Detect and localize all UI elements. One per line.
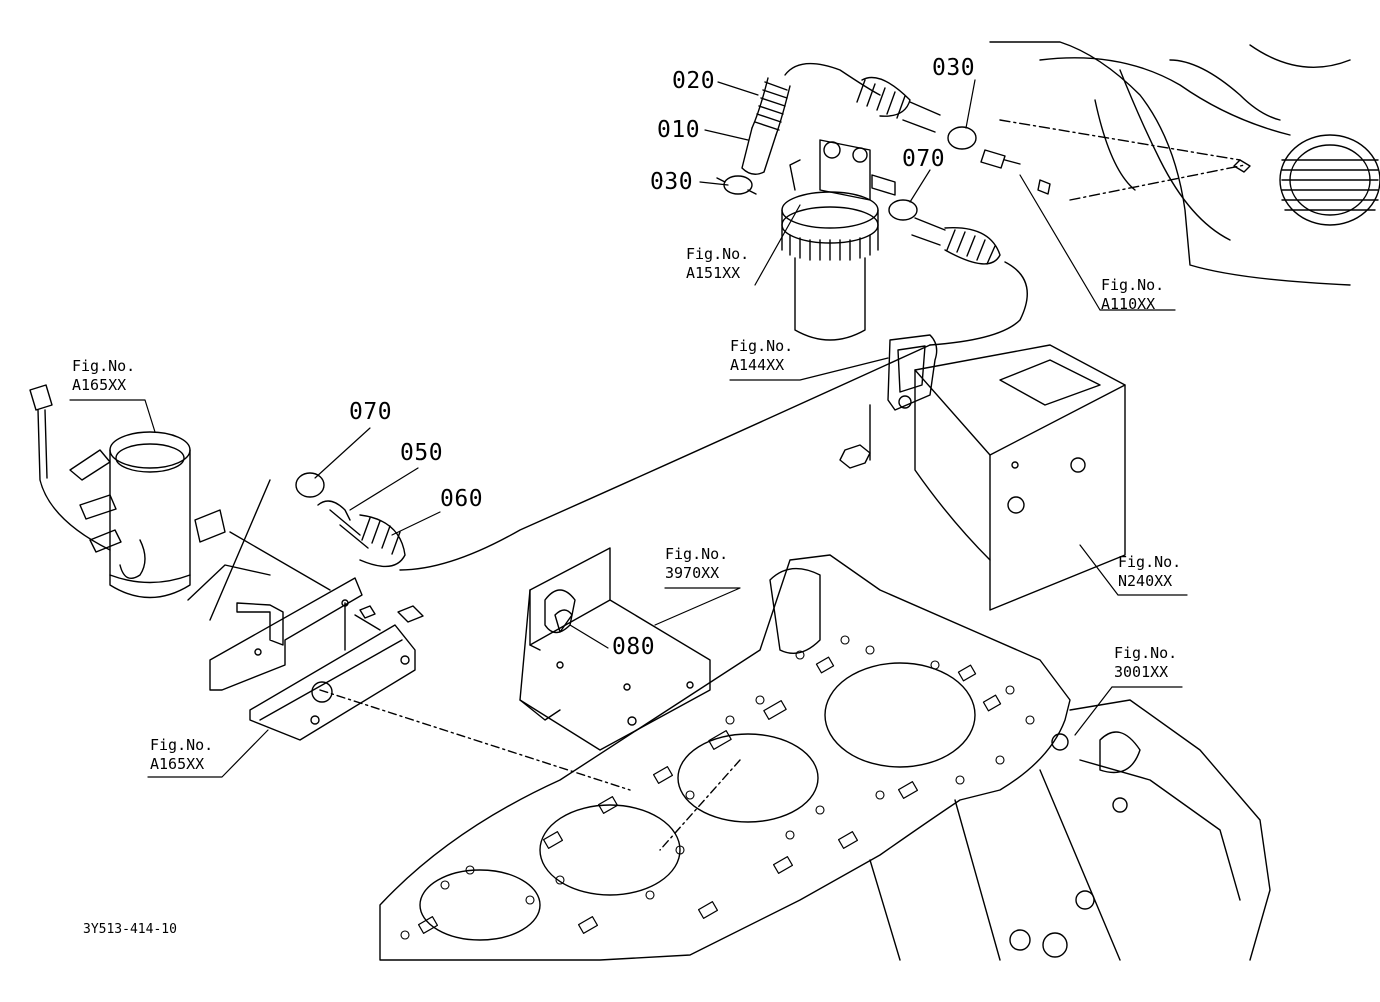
figure-ref-n240-line1: Fig.No. (1118, 553, 1182, 571)
figure-ref-a144: Fig.No. A144XX (730, 337, 793, 375)
figure-ref-a151-line1: Fig.No. (686, 245, 750, 263)
figure-ref-3970-line2: 3970XX (665, 564, 720, 582)
figure-ref-3001: Fig.No. 3001XX (1114, 644, 1177, 682)
part-label-070-top: 070 (902, 146, 946, 172)
figure-ref-n240-line2: N240XX (1118, 572, 1173, 590)
fuel-tank-outline (989, 41, 1380, 286)
cylinder-head-gasket (319, 554, 1271, 961)
figure-ref-a151: Fig.No. A151XX (686, 245, 749, 283)
figure-ref-a165-top-line2: A165XX (72, 376, 127, 394)
hose-clip-bracket (839, 334, 938, 469)
fuel-pump (29, 384, 271, 601)
part-label-080: 080 (612, 634, 656, 660)
part-label-030-right: 030 (932, 55, 976, 81)
figure-ref-a110-line2: A110XX (1101, 295, 1156, 313)
figure-ref-a165-top-line1: Fig.No. (72, 357, 136, 375)
figure-ref-a110-line1: Fig.No. (1101, 276, 1165, 294)
figure-ref-n240: Fig.No. N240XX (1118, 553, 1181, 591)
figure-ref-3001-line2: 3001XX (1114, 663, 1169, 681)
figure-ref-3970-line1: Fig.No. (665, 545, 729, 563)
part-label-020: 020 (672, 68, 716, 94)
clamp-bracket (519, 547, 711, 751)
part-label-030-left: 030 (650, 169, 694, 195)
figure-ref-a165-top: Fig.No. A165XX (72, 357, 135, 395)
part-label-010: 010 (657, 117, 701, 143)
fuel-filter (781, 139, 896, 341)
figure-ref-3001-line1: Fig.No. (1114, 644, 1178, 662)
leader-lines (69, 79, 1188, 778)
fuel-hose-left (209, 472, 406, 621)
part-label-060: 060 (440, 486, 484, 512)
fuel-hose-upper (716, 62, 1051, 195)
figure-ref-a144-line2: A144XX (730, 356, 785, 374)
figure-ref-a144-line1: Fig.No. (730, 337, 794, 355)
support-bracket (914, 344, 1126, 611)
part-label-070-mid: 070 (349, 399, 393, 425)
figure-ref-a110: Fig.No. A110XX (1101, 276, 1164, 314)
figure-ref-a165-bottom: Fig.No. A165XX (150, 736, 213, 774)
part-label-050: 050 (400, 440, 444, 466)
figure-ref-3970: Fig.No. 3970XX (665, 545, 728, 583)
figure-ref-a151-line2: A151XX (686, 264, 741, 282)
diagram-code: 3Y513-414-10 (83, 922, 177, 937)
fuel-hose-middle (399, 199, 1028, 571)
pump-mounting-bracket (209, 577, 424, 741)
figure-ref-a165-bottom-line2: A165XX (150, 755, 205, 773)
figure-ref-a165-bottom-line1: Fig.No. (150, 736, 214, 754)
